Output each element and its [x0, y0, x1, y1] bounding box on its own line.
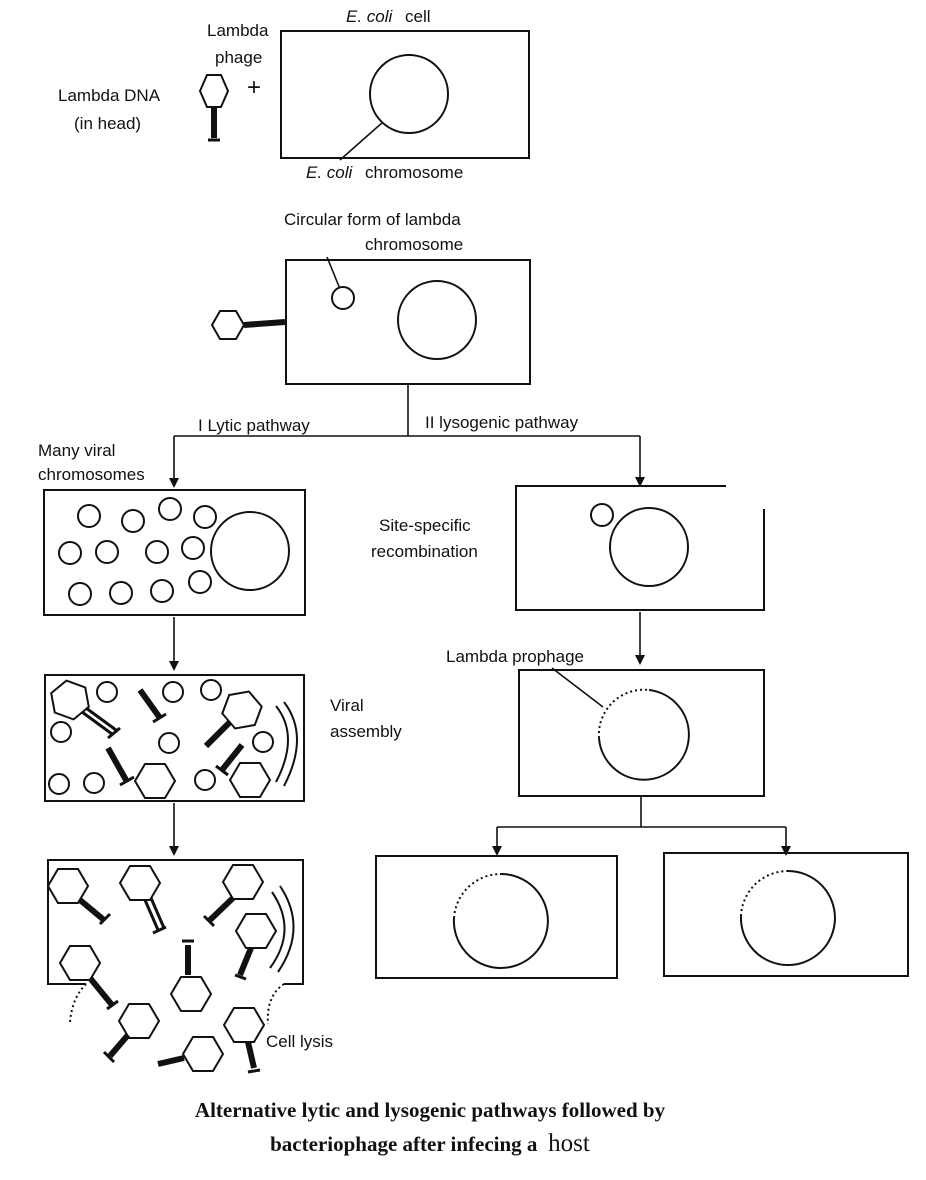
viral-assembly-label-2: assembly [330, 722, 402, 741]
replication-cell-box [43, 489, 306, 616]
site-specific-label-2: recombination [371, 542, 478, 561]
lambda-prophage-label: Lambda prophage [446, 647, 584, 666]
released-phages [47, 864, 295, 1074]
many-viral-label-1: Many viral [38, 441, 115, 460]
ecoli-chromosome [369, 54, 449, 134]
viral-chromosomes [58, 497, 217, 606]
site-specific-label-1: Site-specific [379, 516, 471, 535]
lambda-phage-label-1: Lambda [207, 21, 269, 40]
many-viral-label-2: chromosomes [38, 465, 145, 484]
injecting-phage [210, 310, 286, 340]
integrated-prophage [597, 688, 650, 739]
lambda-circular-chromosome [331, 286, 355, 310]
circular-form-label-2: chromosome [365, 235, 463, 254]
assembly-cell-box [44, 674, 305, 802]
assembly-components [44, 676, 298, 799]
lysogenic-pathway-label: II lysogenic pathway [425, 413, 579, 432]
lytic-pathway-label: I Lytic pathway [198, 416, 310, 435]
lambda-dna-label-1: Lambda DNA [58, 86, 161, 105]
lysing-cell-outline [47, 859, 304, 985]
caption-line-1: Alternative lytic and lysogenic pathways… [195, 1098, 666, 1122]
viral-assembly-label-1: Viral [330, 696, 364, 715]
recombination-cell-box [515, 485, 765, 611]
lambda-circle-attaching [590, 503, 614, 527]
host-chromosome-lytic [210, 511, 290, 591]
circular-form-label-1: Circular form of lambda [284, 210, 461, 229]
plus-sign: + [247, 74, 261, 101]
host-chromosome-recombining [609, 507, 689, 587]
daughter-cell-right [663, 852, 909, 977]
ecoli-cell-box [280, 30, 530, 159]
lambda-dna-label-2: (in head) [74, 114, 141, 133]
lambda-phage-figure [198, 74, 230, 142]
host-chromosome [397, 280, 477, 360]
ecoli-chromosome-label: E. coli chromosome [306, 163, 463, 182]
ecoli-cell-label: E. coli cell [346, 7, 431, 26]
lambda-phage-label-2: phage [215, 48, 262, 67]
daughter-cell-left [375, 855, 618, 979]
caption-line-2: bacteriophage after infecing a host [270, 1130, 590, 1157]
cell-lysis-label: Cell lysis [266, 1032, 333, 1051]
